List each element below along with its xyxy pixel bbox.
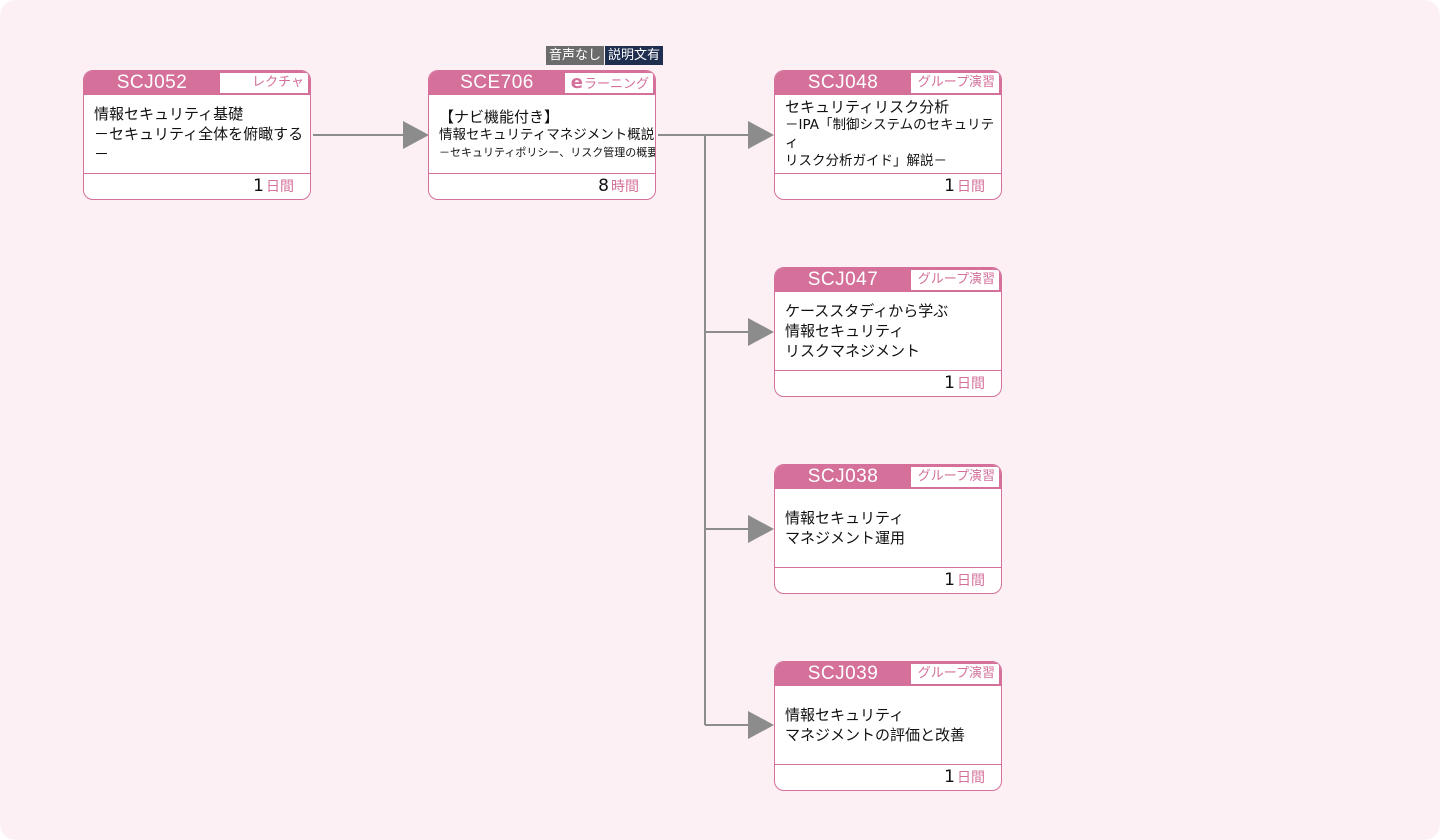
duration-unit: 日間 xyxy=(266,179,294,195)
arrowhead-scj047 xyxy=(748,318,774,346)
course-type-badge: グループ演習 xyxy=(911,73,999,93)
course-title: セキュリティリスク分析 －IPA「制御システムのセキュリティ リスク分析ガイド」… xyxy=(775,95,1001,174)
course-type-prefix: e xyxy=(570,73,583,93)
duration-value: 1 xyxy=(944,570,955,590)
duration-unit: 日間 xyxy=(957,179,985,195)
course-title: 【ナビ機能付き】 情報セキュリティマネジメント概説 －セキュリティポリシー、リス… xyxy=(429,95,655,174)
course-title-line: リスクマネジメント xyxy=(785,342,921,360)
duration-unit: 日間 xyxy=(957,573,985,589)
course-code: SCE706 xyxy=(460,72,534,93)
course-type-label: グループ演習 xyxy=(917,666,995,681)
course-type-label: ラーニング xyxy=(583,77,649,92)
course-type-label: グループ演習 xyxy=(917,469,995,484)
course-title-line: －IPA「制御システムのセキュリティ xyxy=(785,117,995,151)
arrowhead-scj038 xyxy=(748,515,774,543)
course-type-badge: グループ演習 xyxy=(911,270,999,290)
duration-unit: 日間 xyxy=(957,376,985,392)
course-card-sce706[interactable]: SCE706 eラーニング 【ナビ機能付き】 情報セキュリティマネジメント概説 … xyxy=(428,70,656,200)
course-title: 情報セキュリティ基礎 －セキュリティ全体を俯瞰する－ xyxy=(84,95,310,174)
course-title: ケーススタディから学ぶ 情報セキュリティ リスクマネジメント xyxy=(775,292,1001,371)
course-card-scj052[interactable]: SCJ052 レクチャ 情報セキュリティ基礎 －セキュリティ全体を俯瞰する－ 1… xyxy=(83,70,311,200)
card-header: SCJ039 グループ演習 xyxy=(775,662,1001,686)
course-title-line: マネジメント運用 xyxy=(785,529,906,547)
course-code: SCJ038 xyxy=(807,466,879,487)
course-type-label: レクチャ xyxy=(252,75,304,90)
course-title-line: 情報セキュリティ xyxy=(785,322,905,340)
course-code: SCJ052 xyxy=(116,72,188,93)
arrowhead-scj039 xyxy=(748,711,774,739)
duration-value: 8 xyxy=(598,176,609,196)
caption-tag: 説明文有 xyxy=(605,46,664,65)
no-sound-tag: 音声なし xyxy=(546,46,605,65)
course-title: 情報セキュリティ マネジメント運用 xyxy=(775,489,1001,568)
card-header: SCJ048 グループ演習 xyxy=(775,71,1001,95)
duration-unit: 日間 xyxy=(957,770,985,786)
course-title-line: 情報セキュリティ xyxy=(785,509,905,527)
card-header: SCJ047 グループ演習 xyxy=(775,268,1001,292)
duration-value: 1 xyxy=(944,767,955,787)
course-card-scj048[interactable]: SCJ048 グループ演習 セキュリティリスク分析 －IPA「制御システムのセキ… xyxy=(774,70,1002,200)
course-type-badge: レクチャ xyxy=(220,73,308,93)
course-type-label: グループ演習 xyxy=(917,272,995,287)
course-code: SCJ047 xyxy=(807,269,879,290)
arrowhead-sce706 xyxy=(403,121,429,149)
card-header: SCE706 eラーニング xyxy=(429,71,655,95)
course-title-line: －セキュリティポリシー、リスク管理の概要と法制度－ xyxy=(439,145,655,159)
course-title-line: 【ナビ機能付き】 xyxy=(439,107,560,126)
course-title-line: 情報セキュリティ基礎 xyxy=(94,105,244,123)
course-title-line: －セキュリティ全体を俯瞰する－ xyxy=(94,125,304,163)
card-header: SCJ052 レクチャ xyxy=(84,71,310,95)
course-title-line: 情報セキュリティ xyxy=(785,706,905,724)
course-title-line: マネジメントの評価と改善 xyxy=(785,726,966,744)
duration-value: 1 xyxy=(944,373,955,393)
course-title-line: ケーススタディから学ぶ xyxy=(785,302,949,320)
course-type-badge: グループ演習 xyxy=(911,664,999,684)
duration-value: 1 xyxy=(253,176,264,196)
arrowhead-scj048 xyxy=(748,121,774,149)
duration-value: 1 xyxy=(944,176,955,196)
course-title: 情報セキュリティ マネジメントの評価と改善 xyxy=(775,686,1001,765)
course-code: SCJ048 xyxy=(807,72,879,93)
course-type-label: グループ演習 xyxy=(917,75,995,90)
duration-unit: 時間 xyxy=(611,179,639,195)
course-title-line: セキュリティリスク分析 xyxy=(785,98,950,116)
course-type-badge: eラーニング xyxy=(565,73,653,93)
course-card-scj047[interactable]: SCJ047 グループ演習 ケーススタディから学ぶ 情報セキュリティ リスクマネ… xyxy=(774,267,1002,397)
card-header: SCJ038 グループ演習 xyxy=(775,465,1001,489)
course-title-line: 情報セキュリティマネジメント概説 xyxy=(439,126,655,143)
course-type-badge: グループ演習 xyxy=(911,467,999,487)
course-code: SCJ039 xyxy=(807,663,879,684)
course-title-line: リスク分析ガイド」解説－ xyxy=(785,153,947,169)
